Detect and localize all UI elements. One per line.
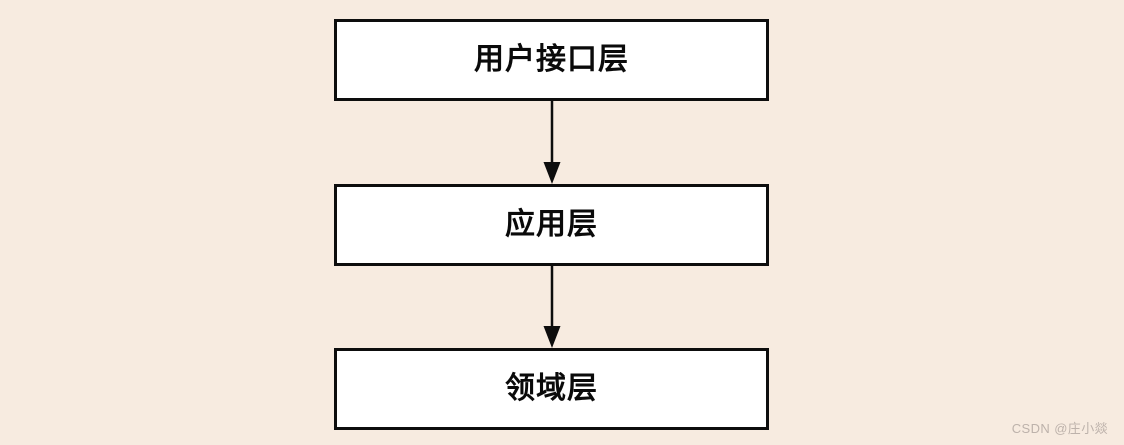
node-user-interface-layer[interactable]: 用户接口层	[334, 19, 769, 101]
node-label: 用户接口层	[474, 43, 629, 76]
node-application-layer[interactable]: 应用层	[334, 184, 769, 266]
node-domain-layer[interactable]: 领域层	[334, 348, 769, 430]
arrow-down-icon	[543, 100, 561, 184]
arrow-application-to-domain	[535, 265, 569, 348]
arrow-ui-to-application	[535, 100, 569, 184]
watermark-text: CSDN @庄小燚	[1011, 421, 1108, 436]
arrow-down-icon	[543, 265, 561, 348]
node-label: 应用层	[505, 208, 598, 241]
node-label: 领域层	[505, 372, 598, 405]
